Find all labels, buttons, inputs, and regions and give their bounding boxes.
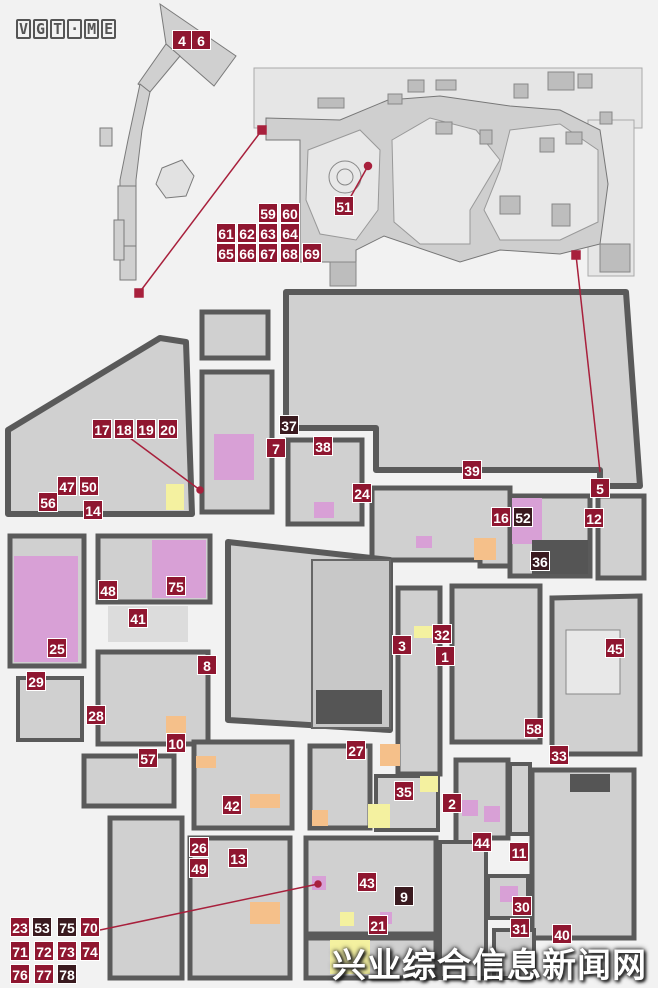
logo-letter: · <box>67 19 83 39</box>
map-marker[interactable]: 14 <box>83 500 103 520</box>
map-marker[interactable]: 41 <box>128 608 148 628</box>
map-marker[interactable]: 31 <box>510 918 530 938</box>
map-marker[interactable]: 45 <box>605 638 625 658</box>
map-marker[interactable]: 30 <box>512 896 532 916</box>
map-marker[interactable]: 76 <box>10 964 30 984</box>
map-marker[interactable]: 26 <box>189 837 209 857</box>
map-marker[interactable]: 17 <box>92 419 112 439</box>
map-marker[interactable]: 8 <box>197 655 217 675</box>
logo-letter: T <box>50 19 66 39</box>
map-marker[interactable]: 16 <box>491 507 511 527</box>
map-marker[interactable]: 52 <box>513 507 533 527</box>
map-marker[interactable]: 64 <box>280 223 300 243</box>
map-marker[interactable]: 43 <box>357 872 377 892</box>
map-marker[interactable]: 48 <box>98 580 118 600</box>
map-marker[interactable]: 36 <box>530 551 550 571</box>
map-marker[interactable]: 72 <box>34 941 54 961</box>
tower-corridor <box>99 2 237 281</box>
map-marker[interactable]: 10 <box>166 733 186 753</box>
main-complex <box>5 289 647 981</box>
map-marker[interactable]: 69 <box>302 243 322 263</box>
map-marker[interactable]: 67 <box>258 243 278 263</box>
logo-letter: M <box>84 19 100 39</box>
map-marker[interactable]: 42 <box>222 795 242 815</box>
map-marker[interactable]: 29 <box>26 671 46 691</box>
map-marker[interactable]: 78 <box>57 964 77 984</box>
map-marker[interactable]: 7 <box>266 438 286 458</box>
map-marker[interactable]: 13 <box>228 848 248 868</box>
map-marker[interactable]: 23 <box>10 917 30 937</box>
map-marker[interactable]: 75 <box>57 917 77 937</box>
watermark-text: 兴业综合信息新闻网 <box>332 946 647 986</box>
map-marker[interactable]: 73 <box>57 941 77 961</box>
map-marker[interactable]: 2 <box>442 793 462 813</box>
map-marker[interactable]: 24 <box>352 483 372 503</box>
map-marker[interactable]: 49 <box>189 858 209 878</box>
map-marker[interactable]: 39 <box>462 460 482 480</box>
map-marker[interactable]: 1 <box>435 646 455 666</box>
logo-letter: G <box>33 19 49 39</box>
map-marker[interactable]: 74 <box>80 941 100 961</box>
map-marker[interactable]: 61 <box>216 223 236 243</box>
logo-letter: E <box>101 19 117 39</box>
map-marker[interactable]: 66 <box>237 243 257 263</box>
logo-letter: V <box>16 19 32 39</box>
map-marker[interactable]: 12 <box>584 508 604 528</box>
map-marker[interactable]: 9 <box>394 886 414 906</box>
map-marker[interactable]: 56 <box>38 492 58 512</box>
map-marker[interactable]: 6 <box>191 30 211 50</box>
map-marker[interactable]: 27 <box>346 740 366 760</box>
map-marker[interactable]: 40 <box>552 924 572 944</box>
map-marker[interactable]: 25 <box>47 638 67 658</box>
map-marker[interactable]: 59 <box>258 203 278 223</box>
map-marker[interactable]: 4 <box>172 30 192 50</box>
map-marker[interactable]: 71 <box>10 941 30 961</box>
map-marker[interactable]: 19 <box>136 419 156 439</box>
map-marker[interactable]: 28 <box>86 705 106 725</box>
map-marker[interactable]: 50 <box>79 476 99 496</box>
map-marker[interactable]: 18 <box>114 419 134 439</box>
map-marker[interactable]: 65 <box>216 243 236 263</box>
map-marker[interactable]: 37 <box>279 415 299 435</box>
map-marker[interactable]: 57 <box>138 748 158 768</box>
map-marker[interactable]: 35 <box>394 781 414 801</box>
map-marker[interactable]: 77 <box>34 964 54 984</box>
map-marker[interactable]: 3 <box>392 635 412 655</box>
map-marker[interactable]: 21 <box>368 915 388 935</box>
map-marker[interactable]: 53 <box>32 917 52 937</box>
map-marker[interactable]: 58 <box>524 718 544 738</box>
map-marker[interactable]: 32 <box>432 624 452 644</box>
map-marker[interactable]: 68 <box>280 243 300 263</box>
map-marker[interactable]: 60 <box>280 203 300 223</box>
map-marker[interactable]: 33 <box>549 745 569 765</box>
map-marker[interactable]: 51 <box>334 196 354 216</box>
map-marker[interactable]: 62 <box>237 223 257 243</box>
map-marker[interactable]: 38 <box>313 436 333 456</box>
map-marker[interactable]: 5 <box>590 478 610 498</box>
map-marker[interactable]: 20 <box>158 419 178 439</box>
map-marker[interactable]: 11 <box>509 842 529 862</box>
outdoor-area <box>253 67 643 287</box>
map-marker[interactable]: 44 <box>472 832 492 852</box>
map-marker[interactable]: 70 <box>80 917 100 937</box>
map-marker[interactable]: 47 <box>57 476 77 496</box>
map-marker[interactable]: 75 <box>166 576 186 596</box>
map-marker[interactable]: 63 <box>258 223 278 243</box>
connector-lines <box>99 125 601 931</box>
site-logo: V G T · M E <box>16 18 117 40</box>
